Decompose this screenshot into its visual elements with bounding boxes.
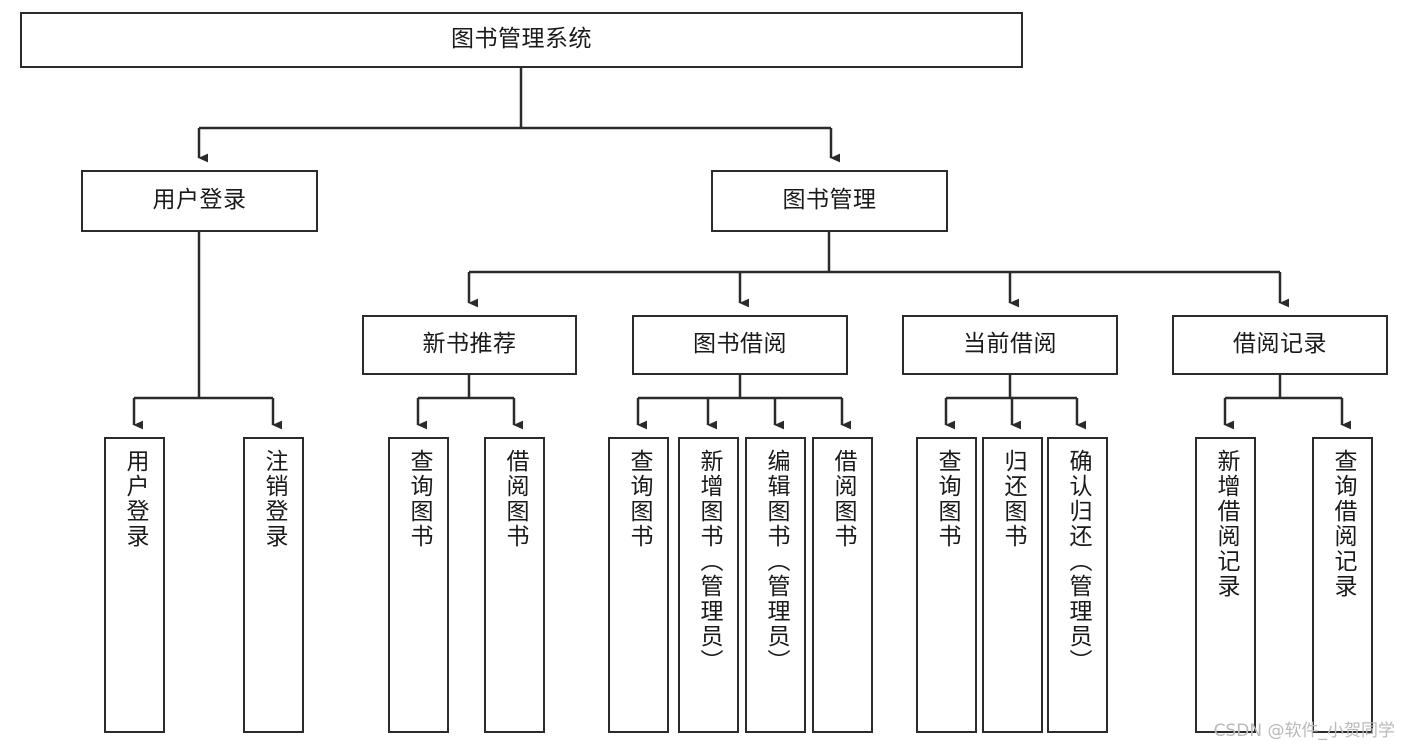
- node-leaf-query-book-rec-label: 查询图书: [406, 449, 432, 549]
- node-leaf-add-record[interactable]: 新增借阅记录: [1195, 437, 1256, 733]
- node-book-borrow[interactable]: 图书借阅: [632, 315, 848, 375]
- node-leaf-add-book-label: 新增图书（管理员）: [696, 449, 722, 674]
- node-leaf-user-login[interactable]: 用户登录: [104, 437, 165, 733]
- node-leaf-add-record-label: 新增借阅记录: [1213, 449, 1239, 599]
- node-book-borrow-label: 图书借阅: [693, 331, 787, 358]
- node-borrow-record-label: 借阅记录: [1233, 331, 1327, 358]
- node-leaf-logout-label: 注销登录: [261, 449, 287, 549]
- node-leaf-edit-book[interactable]: 编辑图书（管理员）: [745, 437, 806, 733]
- node-book-manage-label: 图书管理: [782, 187, 877, 214]
- node-borrow-record[interactable]: 借阅记录: [1172, 315, 1388, 375]
- node-leaf-user-login-label: 用户登录: [122, 449, 148, 549]
- node-root-label: 图书管理系统: [451, 26, 592, 53]
- node-leaf-borrow-book-bor-label: 借阅图书: [830, 449, 856, 549]
- watermark-text: CSDN @软件_小贺同学: [1213, 721, 1395, 741]
- node-leaf-return-book[interactable]: 归还图书: [982, 437, 1043, 733]
- node-user-login[interactable]: 用户登录: [81, 170, 318, 232]
- node-new-book-recommend-label: 新书推荐: [422, 331, 517, 358]
- node-root[interactable]: 图书管理系统: [20, 12, 1023, 68]
- node-leaf-edit-book-label: 编辑图书（管理员）: [763, 449, 789, 674]
- node-book-manage[interactable]: 图书管理: [711, 170, 948, 232]
- node-leaf-confirm-return-label: 确认归还（管理员）: [1065, 449, 1091, 674]
- node-leaf-logout[interactable]: 注销登录: [243, 437, 304, 733]
- node-new-book-recommend[interactable]: 新书推荐: [362, 315, 577, 375]
- node-leaf-query-book-bor-label: 查询图书: [626, 449, 652, 549]
- node-leaf-return-book-label: 归还图书: [1000, 449, 1026, 549]
- node-leaf-query-record[interactable]: 查询借阅记录: [1312, 437, 1373, 733]
- node-leaf-query-book-cur-label: 查询图书: [934, 449, 960, 549]
- node-leaf-confirm-return[interactable]: 确认归还（管理员）: [1047, 437, 1108, 733]
- node-current-borrow[interactable]: 当前借阅: [902, 315, 1118, 375]
- node-leaf-query-book-bor[interactable]: 查询图书: [608, 437, 669, 733]
- node-leaf-add-book[interactable]: 新增图书（管理员）: [678, 437, 739, 733]
- node-leaf-borrow-book-rec-label: 借阅图书: [502, 449, 528, 549]
- node-user-login-label: 用户登录: [152, 187, 247, 214]
- node-leaf-query-book-cur[interactable]: 查询图书: [916, 437, 977, 733]
- node-current-borrow-label: 当前借阅: [963, 331, 1057, 358]
- node-leaf-borrow-book-rec[interactable]: 借阅图书: [484, 437, 545, 733]
- node-leaf-query-record-label: 查询借阅记录: [1330, 449, 1356, 599]
- node-leaf-query-book-rec[interactable]: 查询图书: [388, 437, 449, 733]
- node-leaf-borrow-book-bor[interactable]: 借阅图书: [812, 437, 873, 733]
